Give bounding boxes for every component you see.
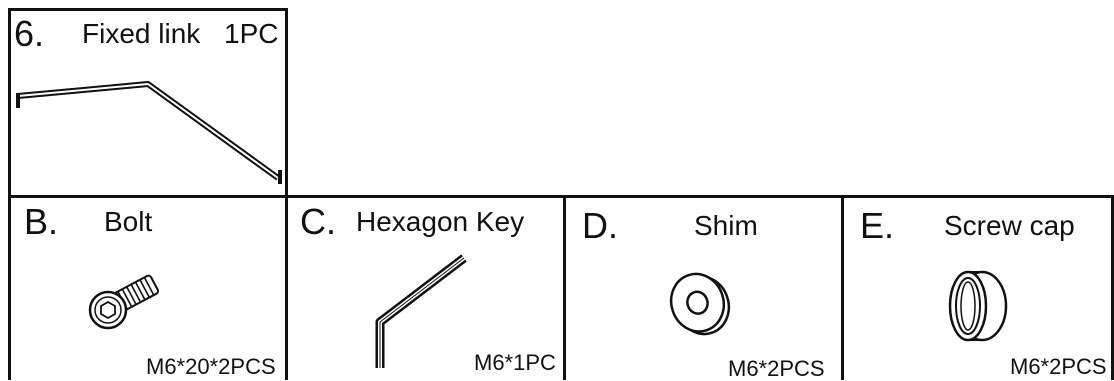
part-quantity: 1PC xyxy=(224,18,279,49)
part-number: 6. xyxy=(14,13,45,54)
divider-bc xyxy=(285,195,288,380)
fixed-link-panel xyxy=(8,8,288,198)
part-d-letter: D. xyxy=(582,205,618,246)
divider-cd xyxy=(563,195,566,380)
part-e-spec: M6*2PCS xyxy=(1010,354,1107,379)
part-e-name: Screw cap xyxy=(944,210,1075,241)
hexagon-key-icon xyxy=(375,254,467,368)
part-d-spec: M6*2PCS xyxy=(728,356,825,381)
part-b-name: Bolt xyxy=(104,206,153,237)
fixed-link-illustration xyxy=(16,81,282,184)
part-c-name: Hexagon Key xyxy=(356,206,525,237)
part-c-spec: M6*1PC xyxy=(474,350,556,375)
part-name: Fixed link xyxy=(82,18,201,49)
shim-icon xyxy=(669,272,731,336)
part-e-letter: E. xyxy=(860,205,895,246)
screw-cap-icon xyxy=(948,270,1008,342)
part-b-spec: M6*20*2PCS xyxy=(146,354,276,379)
right-border xyxy=(1111,195,1114,380)
divider-de xyxy=(841,195,844,380)
bolt-icon xyxy=(88,274,160,330)
grid-divider xyxy=(8,195,1114,198)
part-b-letter: B. xyxy=(24,201,59,242)
part-d-name: Shim xyxy=(694,210,758,241)
part-c-letter: C. xyxy=(300,201,336,242)
top-right-border xyxy=(285,8,288,198)
left-border xyxy=(8,195,11,380)
